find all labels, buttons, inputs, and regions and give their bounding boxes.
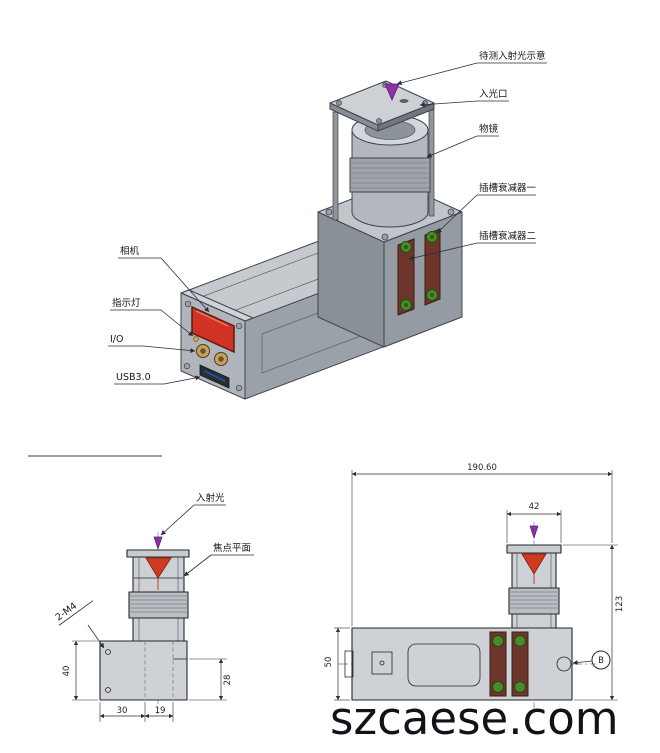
iso-view <box>180 80 463 400</box>
attenuator-slot-2 <box>424 228 441 306</box>
dim-tower-width: 42 <box>529 502 540 512</box>
dim-height: 40 <box>62 666 72 677</box>
indicator-led <box>193 336 199 342</box>
front-view: B 190.60 42 123 50 <box>324 463 625 714</box>
callout-incident-light: 入射光 <box>196 492 225 504</box>
base-window <box>371 651 393 675</box>
attenuator-slot-1 <box>489 631 507 697</box>
green-thumbscrews <box>400 231 438 311</box>
leader-usb <box>163 375 201 385</box>
leader-holes <box>87 624 105 649</box>
plate-screw <box>376 118 382 124</box>
block-screw <box>325 208 333 216</box>
light-cone <box>521 553 547 575</box>
m4-hole <box>105 687 111 693</box>
plate-screw <box>183 362 191 370</box>
base-block <box>351 627 573 701</box>
attenuator-slot-2 <box>511 631 529 697</box>
base-block <box>99 640 188 701</box>
light-inlet-hole <box>399 99 409 103</box>
callout-attenuator-1: 插槽衰减器一 <box>479 182 537 194</box>
leader-focal-plane <box>183 554 212 577</box>
thumbscrew-center <box>430 293 434 297</box>
dim-subheight: 28 <box>223 675 233 686</box>
green-thumbscrew <box>514 681 526 693</box>
callout-io: I/O <box>110 334 123 345</box>
incident-light-cone <box>384 83 400 101</box>
leader-light-inlet <box>419 100 478 108</box>
callout-usb: USB3.0 <box>116 372 151 383</box>
window-hole <box>379 660 385 666</box>
leader-incident-note <box>396 62 478 86</box>
base-pocket <box>407 643 481 687</box>
thumbscrew-center <box>404 245 408 249</box>
plate-screw <box>184 300 192 308</box>
leader-io <box>142 345 196 353</box>
block-screw <box>381 233 389 241</box>
top-plate <box>329 80 435 126</box>
green-thumbscrew <box>492 681 504 693</box>
tower-top-plate <box>506 544 562 554</box>
left-connector <box>344 650 354 678</box>
callout-light-inlet: 入光口 <box>479 88 508 100</box>
callout-objective: 物镜 <box>479 123 499 135</box>
leader-camera <box>160 257 210 313</box>
right-connector <box>556 656 572 672</box>
usb-tongue <box>203 370 226 382</box>
camera-screen <box>191 305 235 354</box>
leader-indicator <box>160 309 194 337</box>
callout-attenuator-2: 插槽衰减器二 <box>479 230 536 242</box>
tower-top-plate <box>126 549 190 558</box>
thumbscrew-center <box>430 235 434 239</box>
dim-base-height: 50 <box>324 657 334 668</box>
io-connector-pin <box>218 356 224 362</box>
side-view: 入射光 焦点平面 2-M4 40 28 30 19 <box>54 492 254 722</box>
callout-indicator: 指示灯 <box>112 297 141 309</box>
incident-light-arrow <box>153 536 163 551</box>
detail-balloon-label: B <box>598 656 604 666</box>
callout-camera: 相机 <box>120 245 140 257</box>
thumbscrew-center <box>404 303 408 307</box>
iso-callouts: 待测入射光示意 入光口 物镜 插槽衰减器一 插槽衰减器二 相机 指示灯 I/O … <box>108 50 547 385</box>
dim-total-height: 123 <box>615 596 625 612</box>
plate-screw <box>336 100 342 106</box>
plate-screw <box>235 322 243 330</box>
io-connector-pin <box>200 348 206 354</box>
screen-glare <box>195 310 229 327</box>
m4-hole <box>105 649 111 655</box>
block-screw <box>447 208 455 216</box>
plate-screw <box>235 384 243 392</box>
incident-light-arrow <box>529 525 539 540</box>
dim-width2: 19 <box>155 706 166 716</box>
callout-holes-group: 2-M4 <box>54 600 94 626</box>
standoff-rod <box>332 111 339 221</box>
leader-balloon <box>572 660 593 665</box>
green-thumbscrew <box>492 635 504 647</box>
dim-length: 190.60 <box>467 463 497 473</box>
focus-ring <box>349 157 431 193</box>
callout-underline <box>58 600 94 626</box>
light-cone <box>145 557 172 579</box>
leader-objective <box>426 135 478 158</box>
green-thumbscrew <box>514 635 526 647</box>
leader-attenuator-2 <box>408 242 478 261</box>
arm-top-groove <box>195 246 335 300</box>
dim-width1: 30 <box>117 706 128 716</box>
leader-incident-light <box>160 504 195 536</box>
callout-focal-plane: 焦点平面 <box>213 542 251 554</box>
callout-incident-note: 待测入射光示意 <box>479 50 546 62</box>
watermark-text: szcaese.com <box>330 692 619 745</box>
leader-attenuator-1 <box>436 194 478 234</box>
